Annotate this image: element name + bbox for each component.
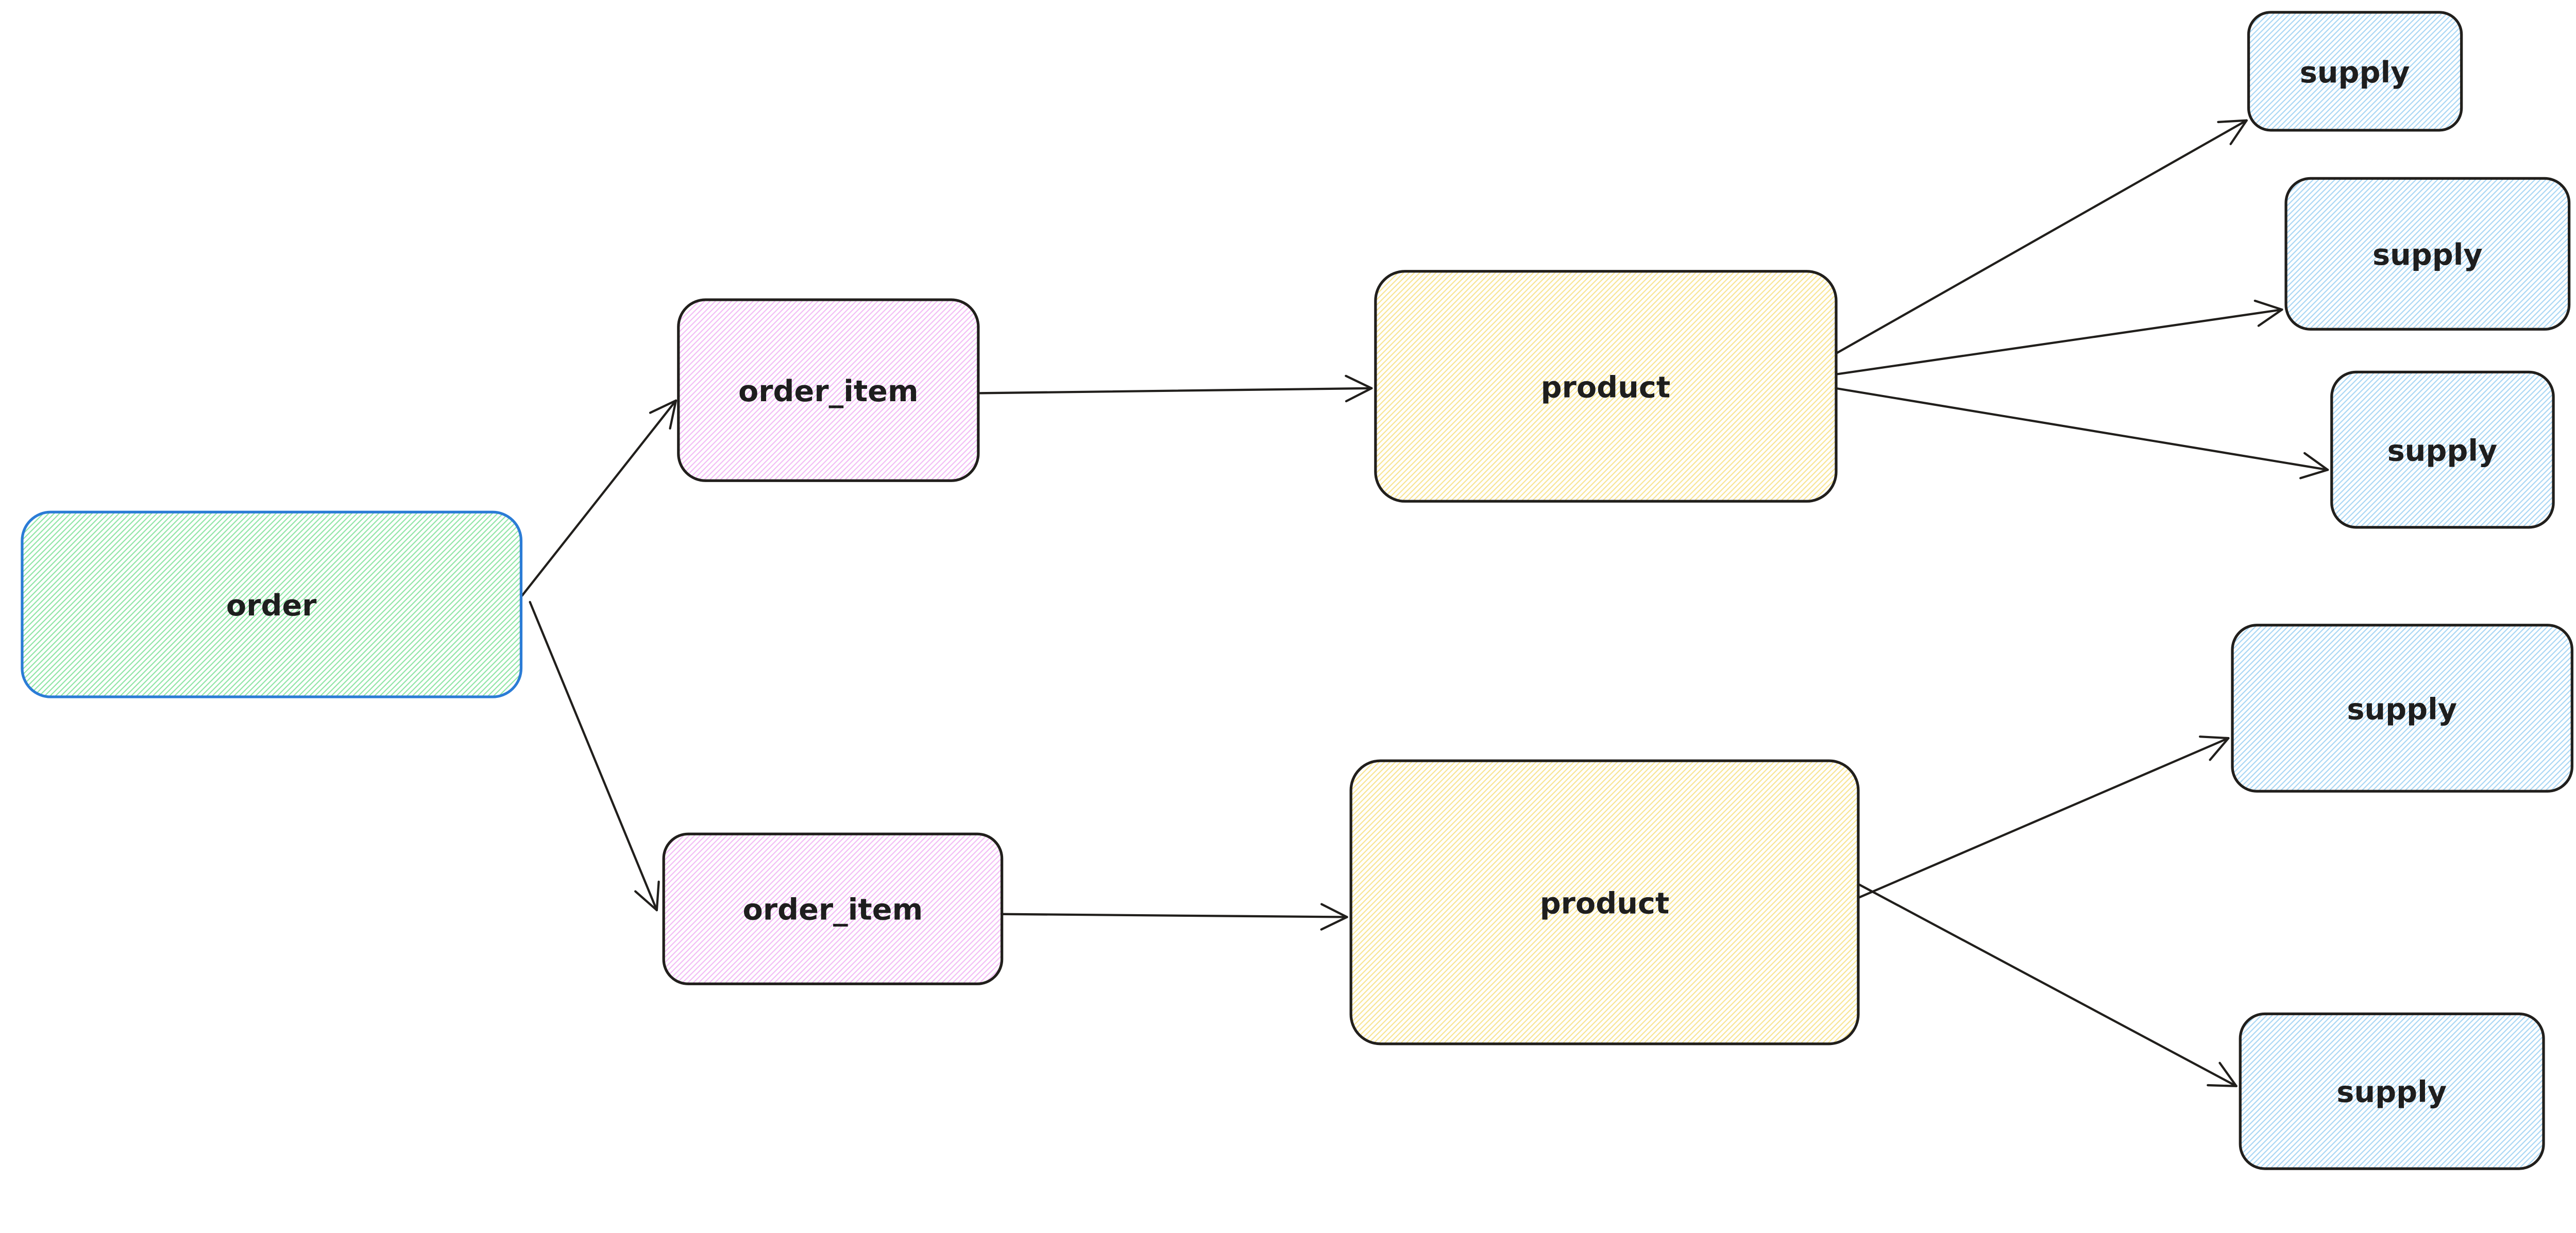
- node-supply-5-label: supply: [2336, 1075, 2447, 1109]
- node-product-bottom[interactable]: product: [1349, 759, 1860, 1046]
- node-supply-4-box[interactable]: [2231, 624, 2573, 793]
- node-supply-5-box[interactable]: [2239, 1012, 2545, 1170]
- node-supply-3-box[interactable]: [2330, 370, 2555, 529]
- node-product-top[interactable]: product: [1374, 270, 1838, 503]
- node-supply-5[interactable]: supply: [2239, 1012, 2545, 1170]
- node-order-box[interactable]: [21, 510, 523, 698]
- arrowhead-arm: [1345, 387, 1373, 403]
- arrowhead-arm: [2198, 735, 2230, 740]
- arrowhead-arm: [2257, 308, 2283, 327]
- arrowhead-arm: [1345, 374, 1373, 389]
- edge-order-to-order-item-top[interactable]: [521, 399, 677, 597]
- node-supply-2-label: supply: [2372, 237, 2483, 272]
- node-order-item-bottom-box[interactable]: [662, 832, 1004, 985]
- edge-product-bottom-to-supply-4[interactable]: [1858, 737, 2230, 899]
- node-supply-2[interactable]: supply: [2284, 177, 2571, 331]
- node-order-label: order: [226, 588, 317, 623]
- node-supply-4-label: supply: [2347, 692, 2457, 726]
- node-supply-4[interactable]: supply: [2231, 624, 2573, 793]
- edges-layer: [521, 119, 2329, 1087]
- edge-order-item-top-to-product-top[interactable]: [978, 387, 1373, 395]
- node-product-bottom-box[interactable]: [1349, 759, 1860, 1046]
- node-product-top-label: product: [1541, 370, 1671, 404]
- arrowhead-arm: [2207, 1084, 2238, 1087]
- node-supply-3-label: supply: [2387, 433, 2498, 468]
- edge-product-top-to-supply-1[interactable]: [1833, 119, 2248, 356]
- node-order-item-bottom[interactable]: order_item: [662, 832, 1004, 985]
- node-supply-1[interactable]: supply: [2247, 11, 2463, 132]
- node-order-item-top-box[interactable]: [677, 298, 980, 482]
- arrowhead-arm: [2299, 469, 2329, 480]
- node-product-bottom-label: product: [1540, 886, 1670, 920]
- node-supply-3[interactable]: supply: [2330, 370, 2555, 529]
- node-supply-1-box[interactable]: [2247, 11, 2463, 132]
- arrowhead-arm: [649, 399, 677, 414]
- diagram-canvas: order order_item order_item product prod…: [21, 11, 2573, 1170]
- arrowhead-arm: [2209, 737, 2230, 761]
- arrowhead-arm: [2218, 1061, 2238, 1087]
- node-product-top-box[interactable]: [1374, 270, 1838, 503]
- arrowhead-arm: [1320, 916, 1348, 931]
- node-supply-1-label: supply: [2300, 55, 2410, 90]
- edge-product-bottom-to-supply-5[interactable]: [1858, 883, 2238, 1087]
- entity-diagram: order order_item order_item product prod…: [21, 11, 2573, 1170]
- arrowhead-arm: [2303, 452, 2329, 471]
- edge-product-top-to-supply-3[interactable]: [1834, 387, 2329, 471]
- arrowhead-arm: [669, 399, 677, 430]
- node-supply-2-box[interactable]: [2284, 177, 2571, 331]
- edge-order-to-order-item-bottom[interactable]: [529, 601, 658, 912]
- arrowhead-arm: [1320, 903, 1348, 918]
- arrowhead-arm: [634, 890, 658, 912]
- node-order-item-top[interactable]: order_item: [677, 298, 980, 482]
- arrowhead-arm: [2229, 119, 2248, 145]
- arrowhead-arm: [2253, 299, 2283, 311]
- node-order-item-top-label: order_item: [738, 374, 919, 408]
- node-order[interactable]: order: [21, 510, 523, 698]
- arrowhead-arm: [655, 880, 660, 912]
- node-order-item-bottom-label: order_item: [743, 893, 923, 927]
- arrowhead-arm: [2217, 119, 2248, 124]
- edge-product-top-to-supply-2[interactable]: [1833, 308, 2283, 376]
- edge-order-item-bottom-to-product-bottom[interactable]: [1002, 913, 1348, 918]
